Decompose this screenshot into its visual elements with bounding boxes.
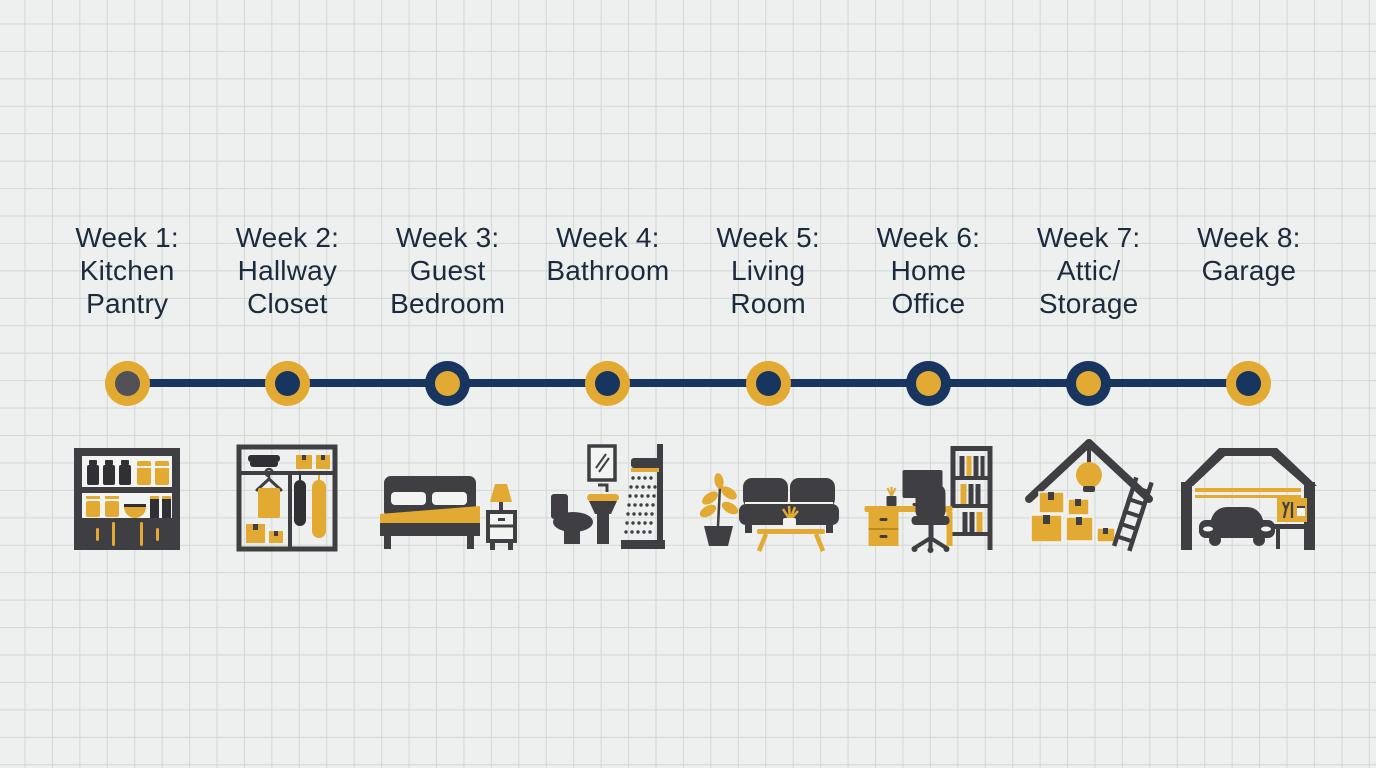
week-number: Week 4: [556, 222, 660, 253]
room-name-line: Living [730, 255, 806, 286]
timeline-node [745, 361, 791, 406]
timeline-columns: Week 1: Kitchen Pantry [47, 0, 1329, 768]
node-center [1076, 371, 1102, 396]
week-label: Week 7: Attic/ Storage [1003, 221, 1175, 320]
timeline-node [425, 361, 471, 406]
room-name-line: Storage [1038, 288, 1139, 319]
week-number: Week 1: [75, 222, 179, 253]
timeline-node [264, 361, 310, 406]
node-center [595, 371, 621, 396]
node-center [1236, 371, 1262, 396]
week-label: Week 8: Garage [1163, 221, 1335, 287]
node-center [435, 371, 461, 396]
timeline-line [127, 379, 1247, 387]
week-number: Week 5: [716, 222, 820, 253]
week-label: Week 3: Guest Bedroom [362, 221, 534, 320]
node-center [755, 371, 781, 396]
column-week-2: Week 2: Hallway Closet [207, 0, 367, 768]
column-week-3: Week 3: Guest Bedroom [368, 0, 528, 768]
week-label: Week 2: Hallway Closet [201, 221, 373, 320]
closet-icon [233, 442, 341, 554]
room-name-line: Hallway [237, 255, 338, 286]
week-number: Week 8: [1197, 222, 1301, 253]
week-number: Week 7: [1036, 222, 1141, 253]
column-week-1: Week 1: Kitchen Pantry [47, 0, 207, 768]
room-name-line: Attic/ [1056, 255, 1121, 286]
room-name-line: Kitchen [79, 255, 175, 286]
node-center [274, 371, 300, 396]
room-name-line: Pantry [86, 288, 169, 319]
desk-icon [861, 442, 996, 554]
column-week-7: Week 7: Attic/ Storage [1009, 0, 1169, 768]
timeline-node [1226, 361, 1272, 406]
week-number: Week 6: [876, 222, 981, 253]
room-name-line: Room [730, 288, 806, 319]
week-label: Week 1: Kitchen Pantry [41, 221, 213, 320]
bed-icon [378, 474, 518, 554]
room-name-line: Garage [1201, 255, 1297, 286]
room-name-line: Office [891, 288, 966, 319]
garage-icon [1179, 442, 1319, 554]
bathroom-icon [543, 442, 673, 554]
week-number: Week 2: [235, 222, 340, 253]
timeline-node [1066, 361, 1112, 406]
node-center [915, 371, 941, 396]
timeline-node [905, 361, 951, 406]
week-label: Week 5: Living Room [682, 221, 854, 320]
week-label: Week 4: Bathroom [522, 221, 694, 287]
room-name-line: Closet [247, 288, 328, 319]
pantry-icon [71, 444, 183, 554]
room-name-line: Guest [409, 255, 486, 286]
timeline-node [585, 361, 631, 406]
timeline-node [104, 361, 150, 406]
room-name-line: Bedroom [390, 288, 506, 319]
column-week-6: Week 6: Home Office [848, 0, 1008, 768]
column-week-8: Week 8: Garage [1169, 0, 1329, 768]
room-name-line: Home [890, 255, 967, 286]
sofa-icon [693, 448, 843, 554]
column-week-4: Week 4: Bathroom [528, 0, 688, 768]
column-week-5: Week 5: Living Room [688, 0, 848, 768]
room-name-line: Bathroom [546, 255, 670, 286]
week-number: Week 3: [395, 222, 500, 253]
attic-icon [1019, 436, 1159, 554]
node-center [114, 371, 140, 396]
week-label: Week 6: Home Office [842, 221, 1014, 320]
